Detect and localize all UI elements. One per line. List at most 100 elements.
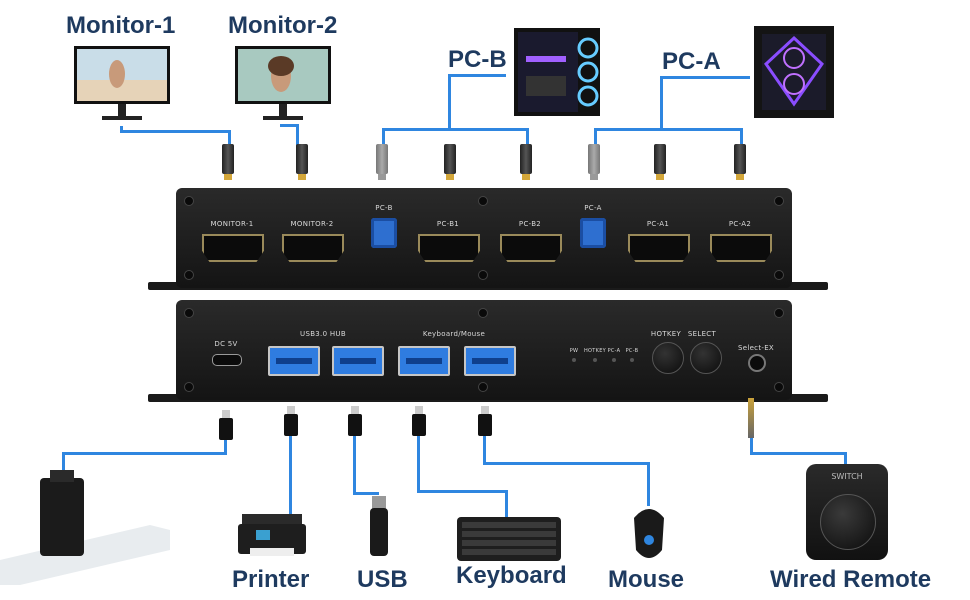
screw	[774, 270, 784, 280]
wire-monitor2-h	[280, 124, 298, 127]
wire-pcb-l	[382, 128, 385, 144]
monitor-1-image	[74, 46, 170, 120]
select-ex-label: Select-EX	[737, 344, 775, 352]
wire-pca-r	[740, 128, 743, 144]
usb-hub-port-1	[268, 346, 320, 376]
wire-mouse-v2	[647, 462, 650, 506]
led-hotkey	[593, 358, 597, 362]
wire-remote-v2	[844, 452, 847, 466]
hdmi-cable-monitor2	[296, 144, 308, 180]
hotkey-button[interactable]	[652, 342, 684, 374]
wire-kb-v	[417, 436, 420, 492]
select-button[interactable]	[690, 342, 722, 374]
remote-button[interactable]	[820, 494, 876, 550]
monitor-2-image	[235, 46, 331, 120]
led-label-hotkey: HOTKEY	[583, 348, 607, 354]
hdmi-cable-pca1	[654, 144, 666, 180]
screw	[774, 308, 784, 318]
wire-kb-h	[417, 490, 507, 493]
port-label-pc-a2: PC-A2	[728, 220, 752, 228]
printer-label: Printer	[232, 566, 310, 593]
wire-power-v	[224, 440, 227, 454]
led-pc-a	[612, 358, 616, 362]
port-label-pc-a1: PC-A1	[646, 220, 670, 228]
screw	[774, 196, 784, 206]
monitor-1-label: Monitor-1	[66, 12, 176, 39]
led-label-pw: PW	[569, 348, 579, 354]
mouse-cable-plug	[478, 406, 492, 436]
port-label-monitor-2: MONITOR-2	[290, 220, 334, 228]
select-ex-jack	[748, 354, 766, 372]
wire-power-h	[62, 452, 227, 455]
keyboard-label: Keyboard	[456, 562, 567, 589]
wire-pca-l	[594, 128, 597, 144]
hdmi-cable-pcb1	[444, 144, 456, 180]
screw	[478, 270, 488, 280]
wire-usb-v	[353, 436, 356, 494]
screw	[478, 196, 488, 206]
screw	[184, 196, 194, 206]
port-label-pc-a: PC-A	[584, 204, 602, 212]
printer-cable-plug	[284, 406, 298, 436]
usb-b-port-pc-b	[371, 218, 397, 248]
port-label-monitor-1: MONITOR-1	[210, 220, 254, 228]
wire-kb-v2	[505, 490, 508, 518]
mouse-label: Mouse	[608, 566, 685, 593]
pc-a-label: PC-A	[662, 48, 721, 75]
rear-panel: MONITOR-1 MONITOR-2 PC-B PC-B1 PC-B2 PC-…	[176, 188, 792, 288]
wire-power-v2	[62, 452, 65, 474]
screw	[478, 382, 488, 392]
remote-switch-text: SWITCH	[831, 472, 863, 481]
usb-label: USB	[357, 566, 408, 593]
hdmi-port-pc-a2	[710, 234, 772, 262]
pc-b-label: PC-B	[448, 46, 507, 73]
hotkey-label: HOTKEY	[650, 330, 682, 338]
wire-pcb-h	[382, 128, 528, 131]
dc-label: DC 5V	[214, 340, 238, 348]
usb-cable-pca	[588, 144, 600, 180]
port-label-pc-b: PC-B	[375, 204, 393, 212]
wire-remote-v	[750, 438, 753, 454]
wire-monitor1	[120, 126, 123, 132]
keyboard-cable-plug	[412, 406, 426, 436]
hdmi-cable-pcb2	[520, 144, 532, 180]
remote-jack-plug	[748, 398, 754, 438]
usb-hub-label: USB3.0 HUB	[300, 330, 346, 338]
printer-image	[238, 514, 306, 556]
screw	[774, 382, 784, 392]
screw	[184, 308, 194, 318]
usb-hub-port-2	[332, 346, 384, 376]
port-label-pc-b1: PC-B1	[436, 220, 460, 228]
led-label-pc-a: PC-A	[607, 348, 621, 354]
screw	[184, 382, 194, 392]
wired-remote-image: SWITCH	[806, 464, 888, 560]
keyboard-image	[457, 517, 561, 561]
front-panel: DC 5V USB3.0 HUB Keyboard/Mouse PW HOTKE…	[176, 300, 792, 400]
wire-pca-h2	[660, 76, 750, 79]
wire-pca-h	[594, 128, 742, 131]
screw	[184, 270, 194, 280]
hdmi-port-monitor-2	[282, 234, 344, 262]
hdmi-port-pc-b2	[500, 234, 562, 262]
wire-pcb-h2	[448, 74, 506, 77]
led-pc-b	[630, 358, 634, 362]
led-label-pc-b: PC-B	[625, 348, 639, 354]
keyboard-mouse-label: Keyboard/Mouse	[422, 330, 486, 338]
wire-pca-v	[660, 76, 663, 130]
hdmi-cable-pca2	[734, 144, 746, 180]
screw	[478, 308, 488, 318]
wire-usb-h	[353, 492, 379, 495]
wire-printer	[289, 436, 292, 514]
keyboard-port	[398, 346, 450, 376]
wire-monitor1-h	[120, 130, 230, 133]
wire-pcb-r	[526, 128, 529, 144]
hdmi-port-pc-a1	[628, 234, 690, 262]
pc-b-image	[514, 28, 600, 116]
wire-mouse-h	[483, 462, 649, 465]
usb-c-power-port	[212, 354, 242, 366]
usb-cable-pcb	[376, 144, 388, 180]
wire-monitor1-v	[228, 130, 231, 146]
hdmi-cable-monitor1	[222, 144, 234, 180]
wire-remote-h	[750, 452, 846, 455]
hdmi-port-monitor-1	[202, 234, 264, 262]
